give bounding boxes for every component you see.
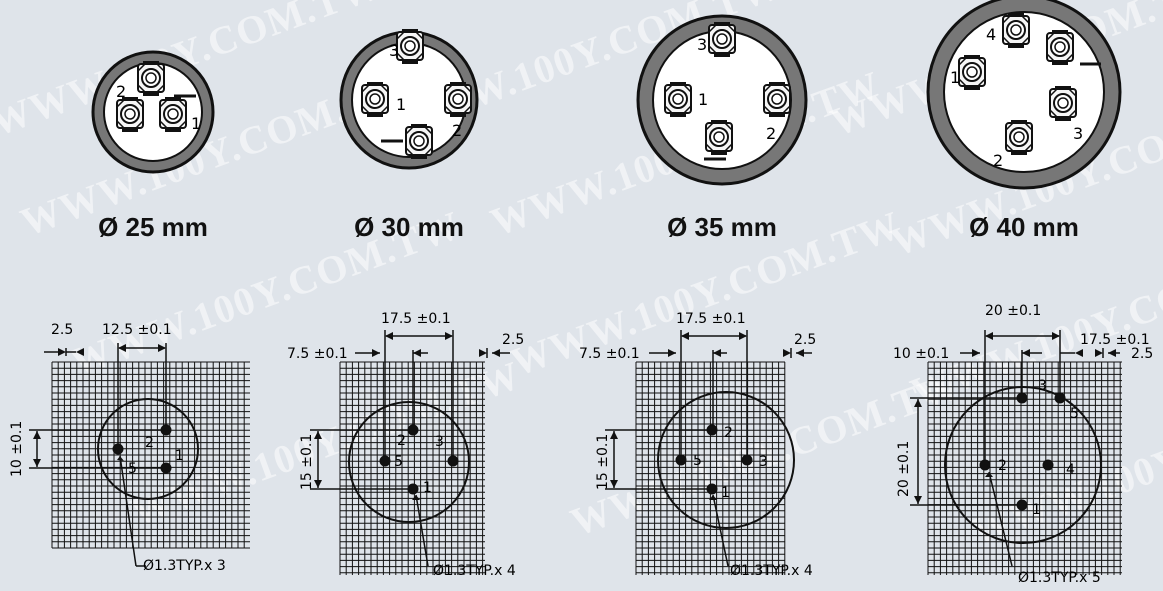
hole-label: 5 — [394, 454, 403, 470]
dim-label: 10 ±0.1 — [893, 346, 949, 362]
led-pad — [396, 28, 424, 65]
dim-label: 17.5 ±0.1 — [381, 311, 451, 327]
led-pad — [1049, 85, 1077, 122]
dim-label: 2.5 — [502, 332, 524, 348]
hole-label: 2 — [145, 435, 154, 451]
size-label: Ø 35 mm — [667, 212, 777, 242]
dim-label: 17.5 ±0.1 — [676, 311, 746, 327]
dimension-arrows — [33, 332, 1116, 504]
led-pad — [137, 60, 165, 97]
hole-label: 5 — [693, 453, 702, 469]
led-pad — [708, 21, 736, 58]
hole-label: 1 — [1032, 502, 1041, 518]
led-pad — [159, 96, 187, 133]
hole-label: 2 — [397, 433, 406, 449]
callout: Ø1.3TYP.x 5 — [1018, 570, 1101, 586]
pin-label: 4 — [986, 25, 996, 44]
pin-label: 2 — [452, 121, 462, 140]
pin-label: 1 — [698, 90, 708, 109]
dim-label: 12.5 ±0.1 — [102, 322, 172, 338]
hole-label: 3 — [1038, 378, 1047, 394]
pin-label: 2 — [766, 124, 776, 143]
led-pad — [763, 81, 791, 118]
hole-label: 4 — [1066, 462, 1075, 478]
hole-layout-1 — [29, 343, 199, 567]
hole-label: 2 — [998, 458, 1007, 474]
pin-label: 2 — [116, 82, 126, 101]
dim-label: 7.5 ±0.1 — [287, 346, 348, 362]
callout: Ø1.3TYP.x 4 — [433, 563, 516, 579]
led-pad — [664, 81, 692, 118]
pin-label: 3 — [697, 35, 707, 54]
led-pad — [1005, 119, 1033, 156]
dim-label: 2.5 — [1131, 346, 1153, 362]
hole-label: 1 — [423, 480, 432, 496]
hole-label: 3 — [435, 434, 444, 450]
hole-label: 5 — [1070, 406, 1079, 422]
led-pad — [361, 81, 389, 118]
callout: Ø1.3TYP.x 4 — [730, 563, 813, 579]
hole-label: 2 — [724, 425, 733, 441]
led-pad — [116, 96, 144, 133]
hole-label: 3 — [759, 454, 768, 470]
hole-label: 5 — [128, 461, 137, 477]
dim-label: 20 ±0.1 — [896, 441, 912, 497]
dim-label: 2.5 — [51, 322, 73, 338]
dim-label: 2.5 — [794, 332, 816, 348]
pin-label: 1 — [396, 95, 406, 114]
led-pad — [958, 54, 986, 91]
dim-label: 15 ±0.1 — [299, 434, 315, 490]
callout: Ø1.3TYP.x 3 — [143, 558, 226, 574]
dim-label: 7.5 ±0.1 — [579, 346, 640, 362]
led-pad — [1046, 29, 1074, 66]
hole-layout-3 — [605, 330, 812, 567]
pin-label: 2 — [993, 151, 1003, 170]
grid-layer — [51, 361, 1122, 575]
connector-40mm: 4 1 3 2 — [926, 0, 1122, 190]
size-label: Ø 40 mm — [969, 212, 1079, 242]
dim-label: 15 ±0.1 — [595, 434, 611, 490]
hole-label: 1 — [721, 485, 730, 501]
led-pad — [405, 123, 433, 160]
dim-label: 10 ±0.1 — [9, 421, 25, 477]
dim-label: 20 ±0.1 — [985, 303, 1041, 319]
pin-label: 1 — [191, 114, 201, 133]
hole-layout-4 — [910, 330, 1120, 567]
hole-label: 1 — [175, 448, 184, 464]
pin-label: 3 — [389, 41, 399, 60]
dim-label: 17.5 ±0.1 — [1080, 332, 1150, 348]
led-pad — [444, 81, 472, 118]
led-pad — [705, 119, 733, 156]
pin-label: 1 — [950, 68, 960, 87]
connector-35mm: 3 1 2 — [636, 14, 808, 186]
size-label: Ø 30 mm — [354, 212, 464, 242]
pin-label: 3 — [1073, 124, 1083, 143]
size-label: Ø 25 mm — [98, 212, 208, 242]
connector-25mm: 2 1 — [91, 50, 215, 174]
connector-30mm: 3 1 2 — [339, 28, 479, 170]
led-pad — [1002, 12, 1030, 49]
